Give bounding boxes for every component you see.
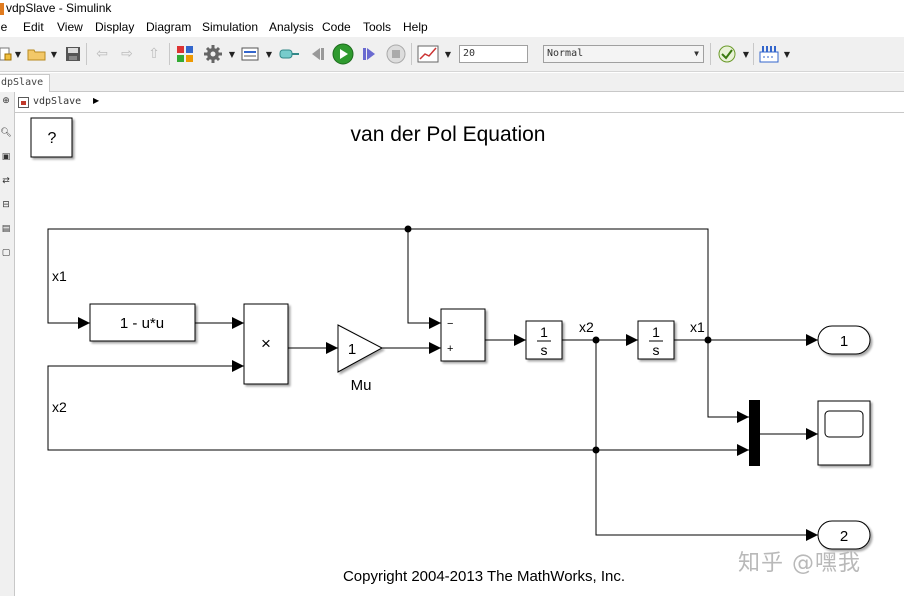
model-explorer-icon[interactable] [240,44,260,64]
menu-simulation[interactable]: Simulation [202,20,259,34]
fcn-block[interactable] [89,303,196,342]
image-icon[interactable]: ▤ [1,224,11,234]
mux-block[interactable] [749,400,760,466]
branch-point [404,225,412,233]
watermark: 知乎 @嘿我 [738,551,861,576]
toolbar: ▼ ▼ ⇦ ⇨ ⇧ ▼ ▼ ▼ 20 Normal ▼ [0,37,904,72]
window-title: vdpSlave - Simulink [6,1,112,15]
explorer-dropdown-icon[interactable]: ▼ [265,49,273,59]
model-icon [18,97,29,108]
forward-icon[interactable]: ⇨ [121,46,133,62]
run-icon[interactable] [332,43,354,65]
product-symbol: × [261,334,271,353]
outport-1-block[interactable] [817,325,871,355]
outport-1-label: 1 [840,333,848,350]
menu-code[interactable]: Code [322,20,351,34]
check-dropdown-icon[interactable]: ▼ [742,49,750,59]
outport-2-label: 2 [840,528,848,545]
model-canvas[interactable]: ? van der Pol Equation 1 - u*u × 1 Mu − … [16,114,904,596]
menu-view[interactable]: View [57,20,83,34]
arrow-icon[interactable]: ⇄ [2,176,10,186]
config-dropdown-icon[interactable]: ▼ [228,49,236,59]
menu-help[interactable]: Help [403,20,428,34]
integrator-2-denominator: s [653,342,660,358]
library-browser-icon[interactable] [175,44,195,64]
annotation-icon[interactable]: ⊟ [2,200,10,210]
gain-block[interactable] [337,324,384,373]
model-config-icon[interactable] [203,44,223,64]
sum-block[interactable] [440,308,486,362]
fcn-block-label: 1 - u*u [120,315,164,332]
new-dropdown-icon[interactable]: ▼ [14,49,22,59]
signal-label-x1: x1 [690,319,705,335]
menu-analysis[interactable]: Analysis [269,20,314,34]
signal-line-x2-to-out2 [595,450,818,541]
signal-label-x2-left: x2 [52,399,67,415]
branch-point [592,336,600,344]
help-block-label: ? [48,130,57,147]
menu-file[interactable]: le [0,20,8,34]
sum-plus-sign: + [447,343,453,355]
open-icon[interactable] [27,44,47,64]
check-icon[interactable] [717,44,737,64]
signal-label-x2: x2 [579,319,594,335]
copyright-text: Copyright 2004-2013 The MathWorks, Inc. [343,568,625,585]
model-tab-strip: dpSlave [0,73,904,92]
menu-display[interactable]: Display [95,20,135,34]
signal-line-x1-to-mux [707,340,749,423]
branch-point [704,336,712,344]
signal-line-x1-feedback [47,228,709,340]
breadcrumb: vdpSlave ▶ [15,93,904,113]
scope-dropdown-icon[interactable]: ▼ [444,49,452,59]
tab-vdpslave[interactable]: dpSlave [0,74,51,92]
integrator-1-numerator: 1 [540,324,548,340]
sum-minus-sign: − [447,318,453,330]
menu-diagram[interactable]: Diagram [146,20,192,34]
stop-time-field[interactable]: 20 [459,45,528,63]
scope-icon[interactable] [417,44,439,64]
step-forward-icon[interactable] [359,44,379,64]
title-bar: vdpSlave - Simulink [0,0,904,18]
breadcrumb-arrow-icon[interactable]: ▶ [93,96,100,105]
simulation-mode-select[interactable]: Normal ▼ [543,45,704,63]
gain-label: Mu [351,377,372,394]
build-dropdown-icon[interactable]: ▼ [783,49,791,59]
simulation-mode-value: Normal [547,48,584,59]
product-block[interactable] [243,303,289,385]
hide-browser-icon[interactable]: ⊕ [2,96,10,106]
integrator-block-2[interactable] [637,320,675,360]
help-block[interactable] [30,117,73,158]
diagram-title: van der Pol Equation [351,123,546,146]
step-back-icon[interactable] [308,44,328,64]
left-palette: ⊕ 🔍︎ ▣ ⇄ ⊟ ▤ ▢ [0,92,15,596]
simulink-app-icon [0,3,4,15]
gain-value: 1 [348,341,356,358]
new-model-icon[interactable] [0,44,12,64]
breadcrumb-model[interactable]: vdpSlave [33,96,82,107]
signal-line-x2-feedback [47,340,597,451]
menu-bar: le Edit View Display Diagram Simulation … [0,18,904,37]
integrator-2-numerator: 1 [652,324,660,340]
zoom-icon[interactable]: 🔍︎ [0,128,12,138]
area-icon[interactable]: ▢ [1,248,11,258]
integrator-block-1[interactable] [525,320,563,360]
data-link-icon[interactable] [278,44,300,64]
stop-icon[interactable] [386,44,406,64]
outport-2-block[interactable] [817,520,871,550]
up-icon[interactable]: ⇧ [148,46,160,62]
build-icon[interactable] [758,44,780,64]
integrator-1-denominator: s [541,342,548,358]
branch-point [592,446,600,454]
chevron-down-icon: ▼ [694,49,699,58]
fit-view-icon[interactable]: ▣ [1,152,11,162]
signal-label-x1-left: x1 [52,268,67,284]
open-dropdown-icon[interactable]: ▼ [50,49,58,59]
back-icon[interactable]: ⇦ [96,46,108,62]
scope-screen-icon [824,410,864,438]
save-icon[interactable] [64,44,82,64]
menu-tools[interactable]: Tools [363,20,392,34]
menu-edit[interactable]: Edit [23,20,44,34]
signal-line-x1-to-sum [407,229,441,329]
